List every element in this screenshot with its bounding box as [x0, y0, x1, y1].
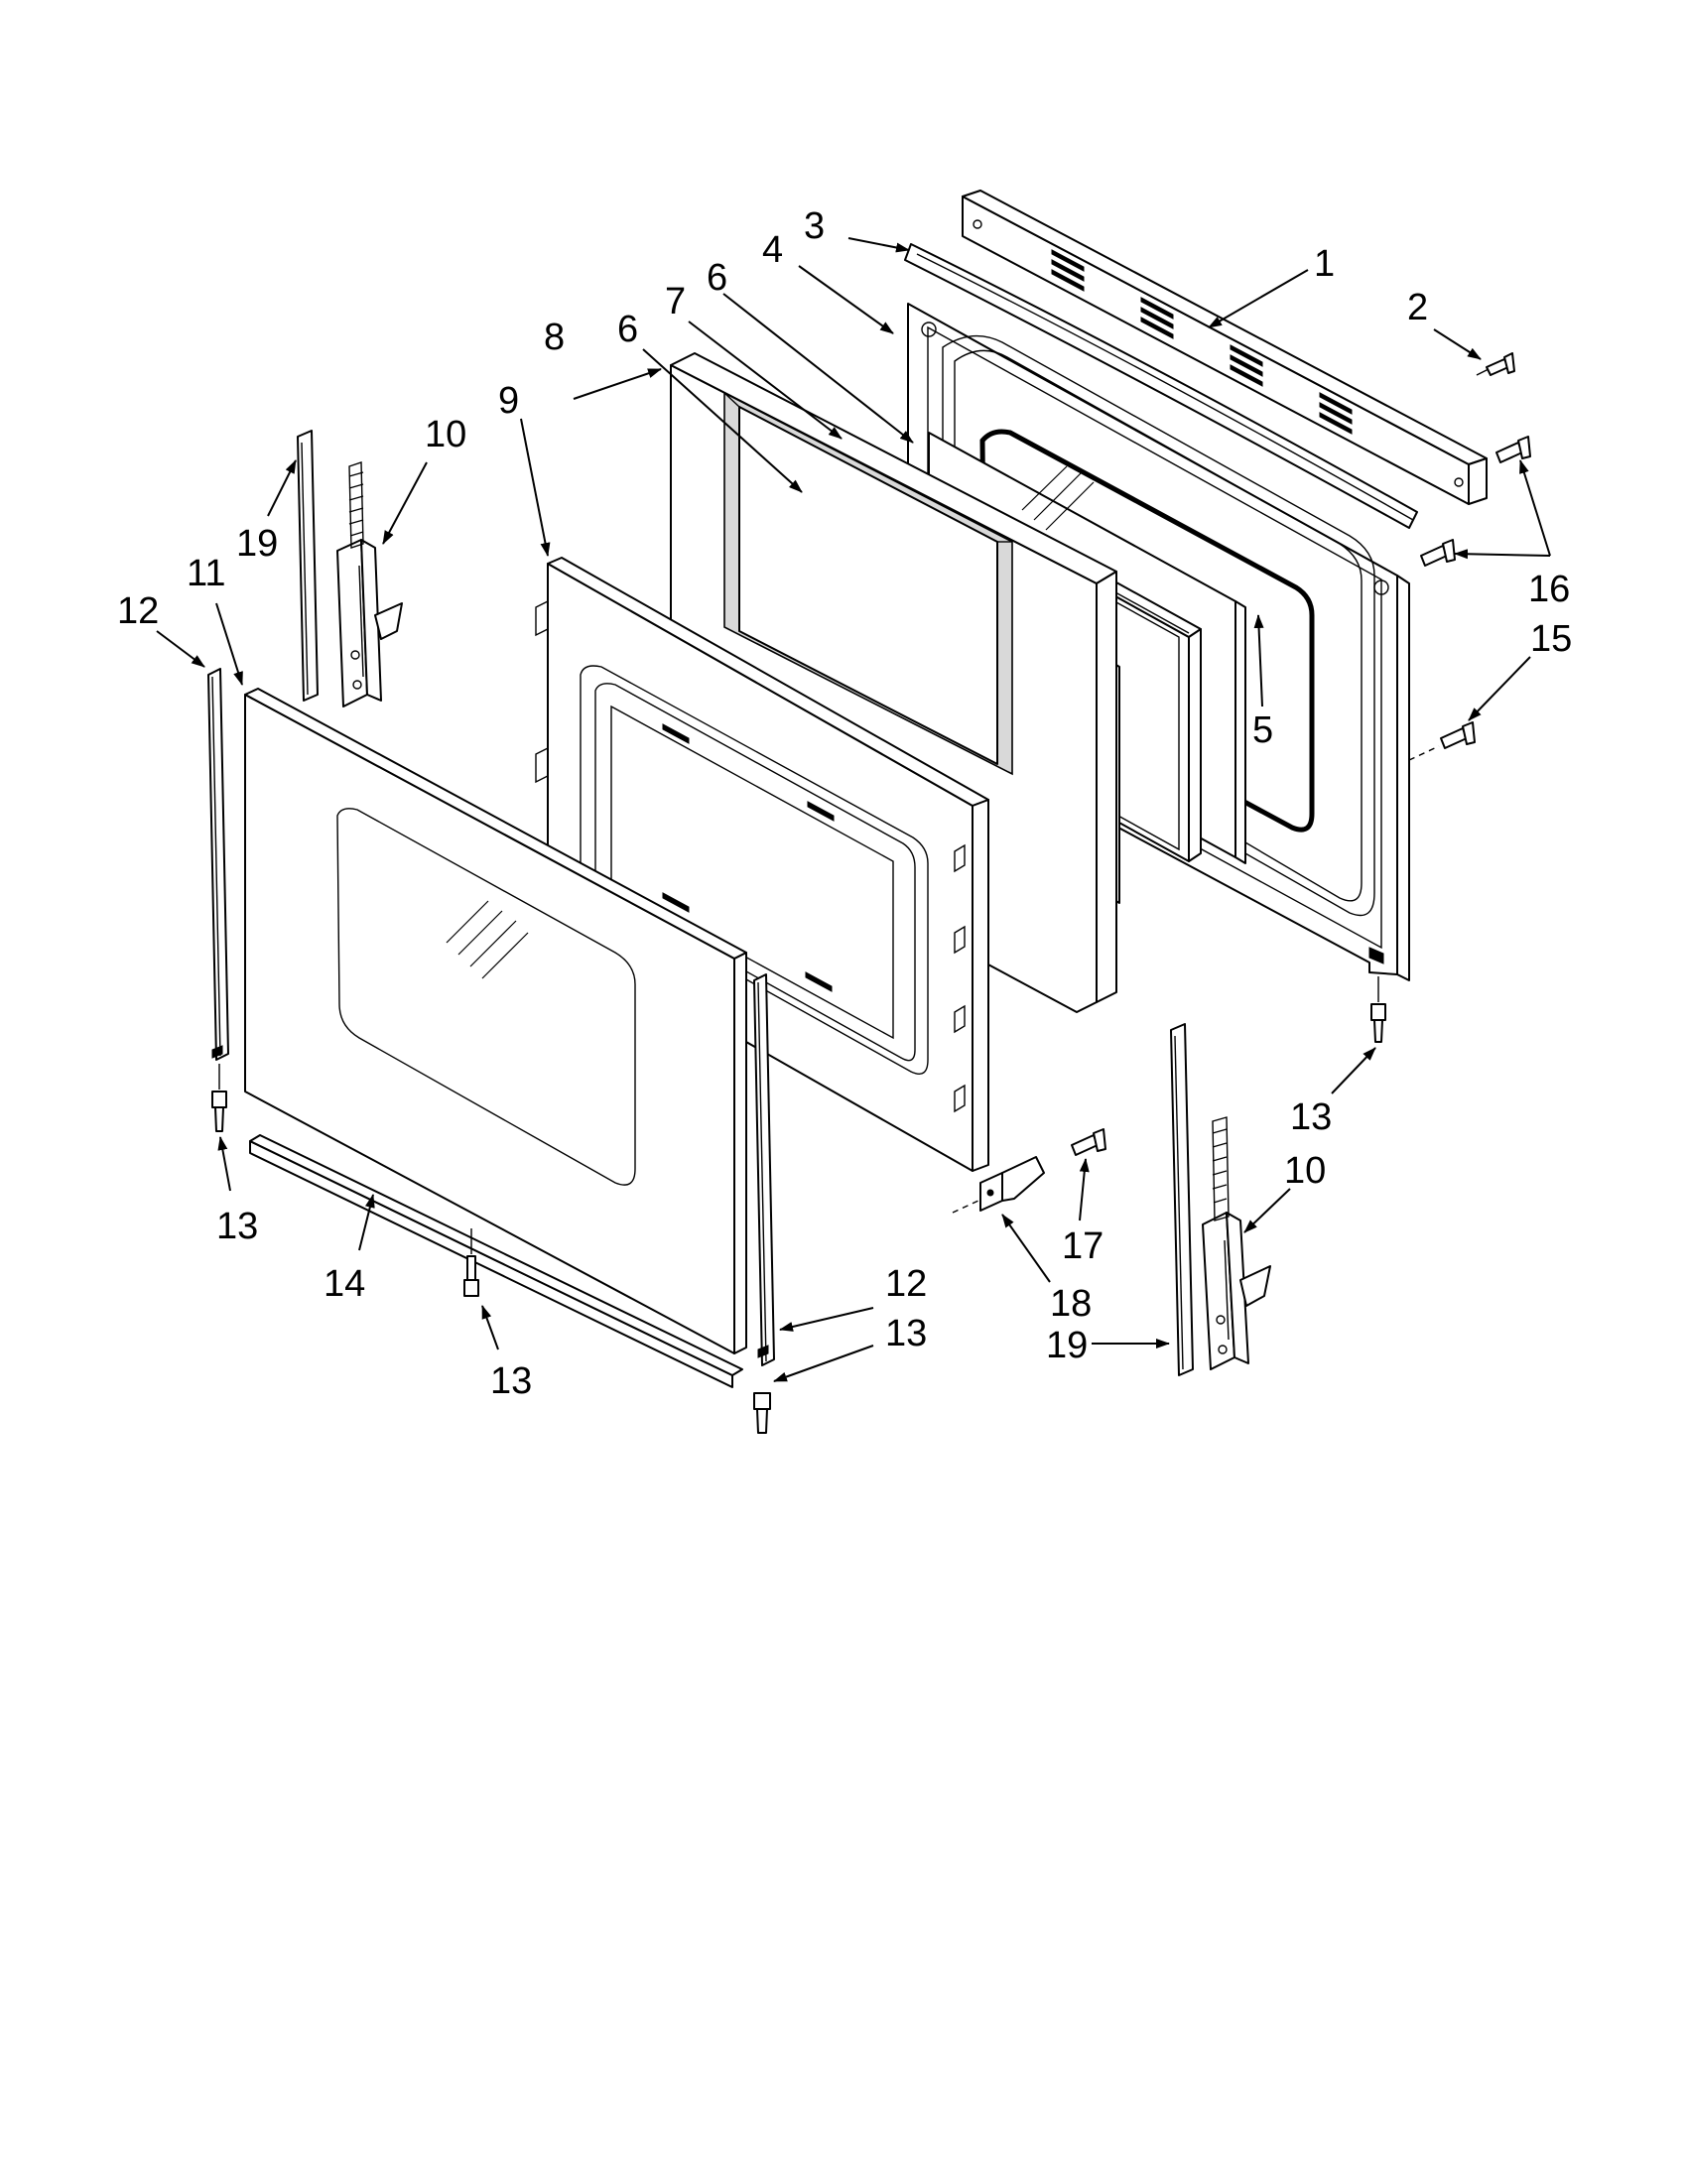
callout-6-lower: 6 [617, 309, 638, 350]
callout-8: 8 [544, 317, 565, 358]
leader-lines [156, 237, 1551, 1382]
part-3-trim-strip [904, 243, 1418, 529]
part-1-vent-trim [962, 190, 1488, 505]
callout-10-left: 10 [425, 414, 466, 455]
part-13-screw-right [1370, 976, 1386, 1043]
part-11-outer-door-panel [244, 688, 747, 1354]
callout-19-right: 19 [1046, 1325, 1088, 1366]
part-13-screw-left [211, 1064, 227, 1132]
part-9-door-liner [535, 557, 989, 1172]
callout-9: 9 [498, 380, 519, 422]
callout-13-right: 13 [1290, 1096, 1332, 1138]
callout-7: 7 [665, 281, 686, 322]
part-19-right-hinge-bracket [1170, 1023, 1194, 1376]
callout-17: 17 [1062, 1225, 1104, 1267]
part-12-right-side-trim [753, 973, 775, 1366]
part-10-right-hinge [1202, 1116, 1271, 1370]
callout-6-upper: 6 [707, 257, 727, 299]
callout-1: 1 [1314, 243, 1335, 285]
part-10-left-hinge [336, 461, 403, 707]
part-12-left-side-trim [207, 668, 229, 1061]
callout-5: 5 [1252, 709, 1273, 751]
callout-15: 15 [1530, 618, 1572, 660]
callout-18: 18 [1050, 1283, 1092, 1325]
part-19-left-hinge-bracket [297, 430, 319, 702]
callout-14: 14 [324, 1263, 365, 1305]
callout-3: 3 [804, 205, 825, 247]
callout-labels: 1 2 3 4 5 6 6 7 8 9 10 10 11 12 12 13 13… [117, 205, 1572, 1402]
callout-12-right: 12 [885, 1263, 927, 1305]
part-16-screw-upper [1495, 436, 1531, 463]
callout-10-right: 10 [1284, 1150, 1326, 1192]
callout-13-center: 13 [490, 1360, 532, 1402]
callout-13-left: 13 [216, 1206, 258, 1247]
part-13-screw-center [463, 1228, 479, 1297]
callout-2: 2 [1407, 287, 1428, 328]
part-17-screw [1071, 1128, 1106, 1156]
callout-12-left: 12 [117, 590, 159, 632]
callout-13-bottom-right: 13 [885, 1313, 927, 1354]
vent-slots [1051, 249, 1353, 435]
part-18-hinge-receiver [952, 1156, 1045, 1214]
callout-19-left: 19 [236, 523, 278, 565]
part-13-screw-bottom-right [753, 1392, 771, 1434]
part-16-screw-lower [1420, 539, 1456, 567]
part-15-screw [1408, 721, 1476, 761]
callout-4: 4 [762, 229, 783, 271]
callout-11: 11 [187, 553, 225, 594]
part-2-screw [1476, 352, 1515, 376]
callout-16: 16 [1528, 569, 1570, 610]
